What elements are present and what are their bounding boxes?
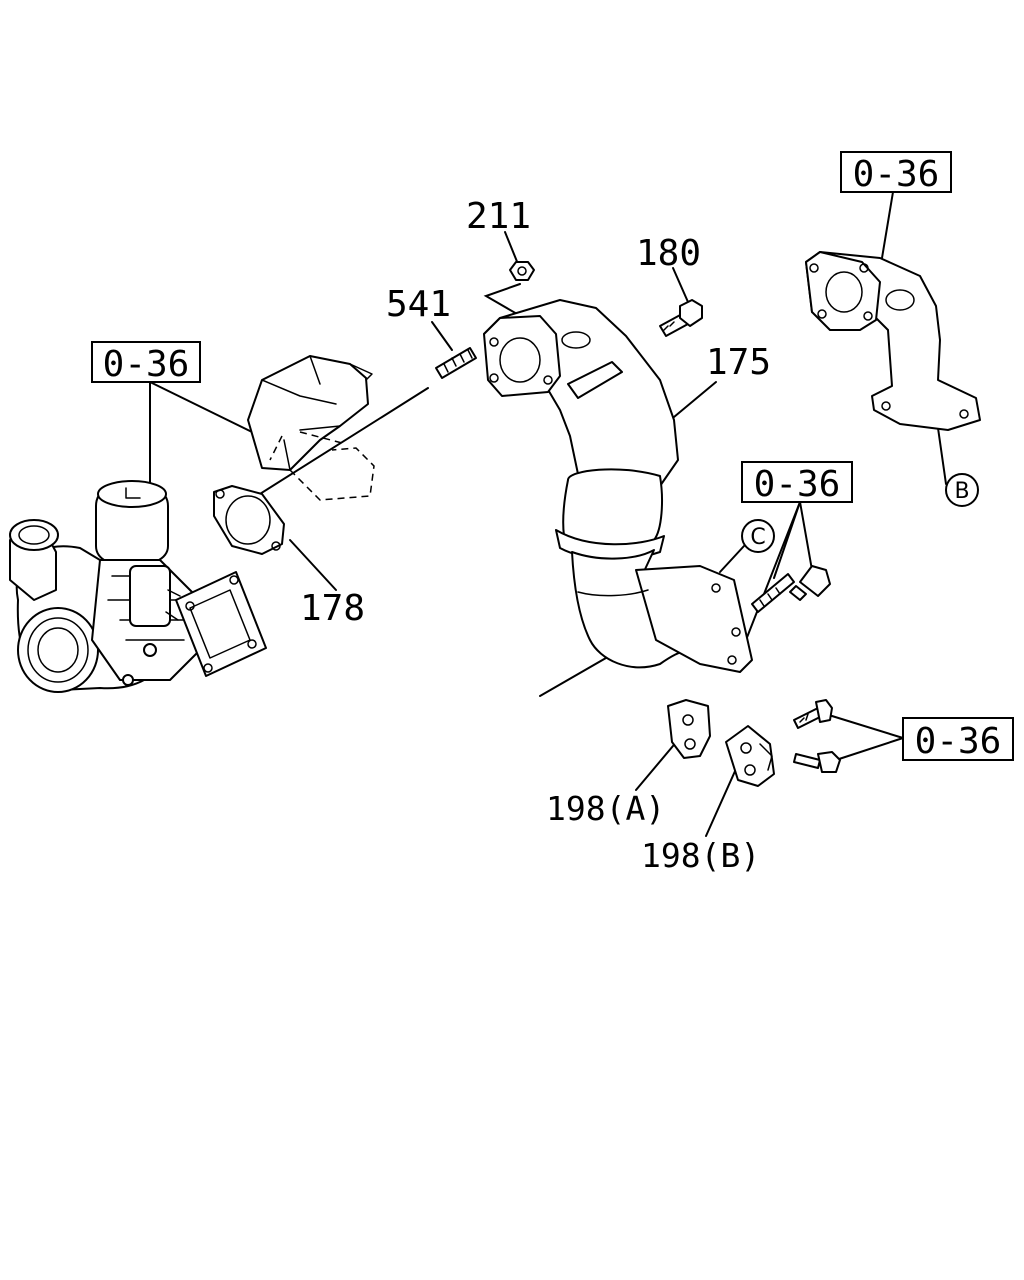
ref-box-left-label: 0-36 bbox=[103, 344, 190, 385]
leader-lines bbox=[149, 191, 947, 837]
ref-box-top-right-label: 0-36 bbox=[853, 154, 940, 195]
ref-box-top-right[interactable]: 0-36 bbox=[840, 151, 952, 195]
marker-b: B bbox=[945, 473, 979, 507]
ref-box-bottom-right[interactable]: 0-36 bbox=[902, 717, 1014, 762]
gasket-178 bbox=[213, 485, 285, 555]
part-label-198b: 198(B) bbox=[641, 836, 760, 875]
bolt-180 bbox=[659, 299, 703, 337]
bracket-198b bbox=[725, 725, 775, 787]
part-label-198a: 198(A) bbox=[546, 789, 665, 828]
heat-shield bbox=[247, 355, 375, 501]
part-label-178: 178 bbox=[300, 588, 365, 629]
part-label-180: 180 bbox=[636, 233, 701, 274]
ref-box-bottom-right-label: 0-36 bbox=[915, 721, 1002, 762]
nut-211 bbox=[509, 261, 535, 281]
marker-c: C bbox=[741, 519, 775, 553]
ref-box-mid-right-label: 0-36 bbox=[754, 464, 841, 505]
elbow-pipe bbox=[805, 251, 981, 431]
turbocharger bbox=[9, 480, 267, 693]
part-label-211: 211 bbox=[466, 196, 531, 237]
stud-541 bbox=[435, 347, 477, 379]
bolts-bottom-right bbox=[793, 699, 841, 773]
ref-box-left[interactable]: 0-36 bbox=[91, 341, 201, 385]
bolts-mid-right bbox=[751, 565, 831, 613]
bracket-198a bbox=[667, 699, 711, 759]
marker-c-label: C bbox=[750, 525, 765, 550]
marker-b-label: B bbox=[954, 479, 969, 504]
exhaust-pipe-175 bbox=[483, 299, 753, 673]
ref-box-mid-right[interactable]: 0-36 bbox=[741, 461, 853, 505]
part-label-175: 175 bbox=[706, 342, 771, 383]
part-label-541: 541 bbox=[386, 284, 451, 325]
